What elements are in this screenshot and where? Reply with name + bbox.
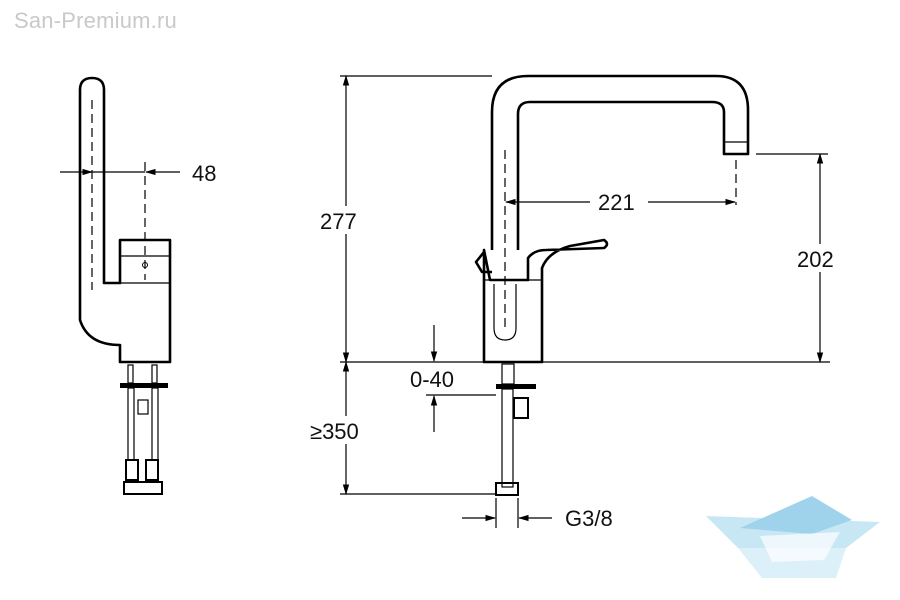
dim-277-label: 277 <box>320 209 357 234</box>
bathtub-logo <box>706 496 880 578</box>
front-view-stud <box>501 363 515 385</box>
front-view-cartridge <box>493 284 517 341</box>
side-view-fitting-left <box>125 459 139 481</box>
dim-277-label-bg <box>318 206 366 234</box>
logo-highlight <box>760 532 840 562</box>
side-view-lever-body <box>78 76 172 364</box>
dim-221-label: 221 <box>598 190 635 215</box>
side-view-stud-left <box>127 364 134 384</box>
dimensions: 277 ≥350 0-40 221 202 G3/8 <box>308 74 845 531</box>
side-view-hose-right <box>151 387 159 461</box>
dim-350-label-bg <box>308 416 374 444</box>
side-view-nuts <box>123 481 163 495</box>
side-view-hose-left <box>127 387 135 461</box>
logo-wave <box>740 496 852 534</box>
side-view-stud-right <box>151 364 158 384</box>
dim-350-label: ≥350 <box>310 419 359 444</box>
side-view-fitting-right <box>145 459 159 481</box>
dim-48-label: 48 <box>192 161 216 186</box>
side-view: 48 <box>60 76 216 495</box>
spout-outer-outline <box>490 74 750 250</box>
front-view-hose-clip <box>513 397 529 419</box>
front-view-body <box>482 238 609 364</box>
front-view <box>340 74 830 496</box>
front-view-mounting-plate <box>496 384 536 389</box>
front-view-lever <box>474 251 492 274</box>
front-view-nut <box>495 482 519 496</box>
dim-0-40-label: 0-40 <box>410 367 454 392</box>
side-view-mounting-plate <box>120 383 168 388</box>
side-view-hose-clip <box>137 399 149 415</box>
dim-g38-label: G3/8 <box>565 506 613 531</box>
dim-202-label-bg <box>795 244 845 272</box>
site-watermark: San-Premium.ru <box>14 8 177 33</box>
front-view-hose <box>501 388 514 488</box>
dim-202-label: 202 <box>797 247 834 272</box>
